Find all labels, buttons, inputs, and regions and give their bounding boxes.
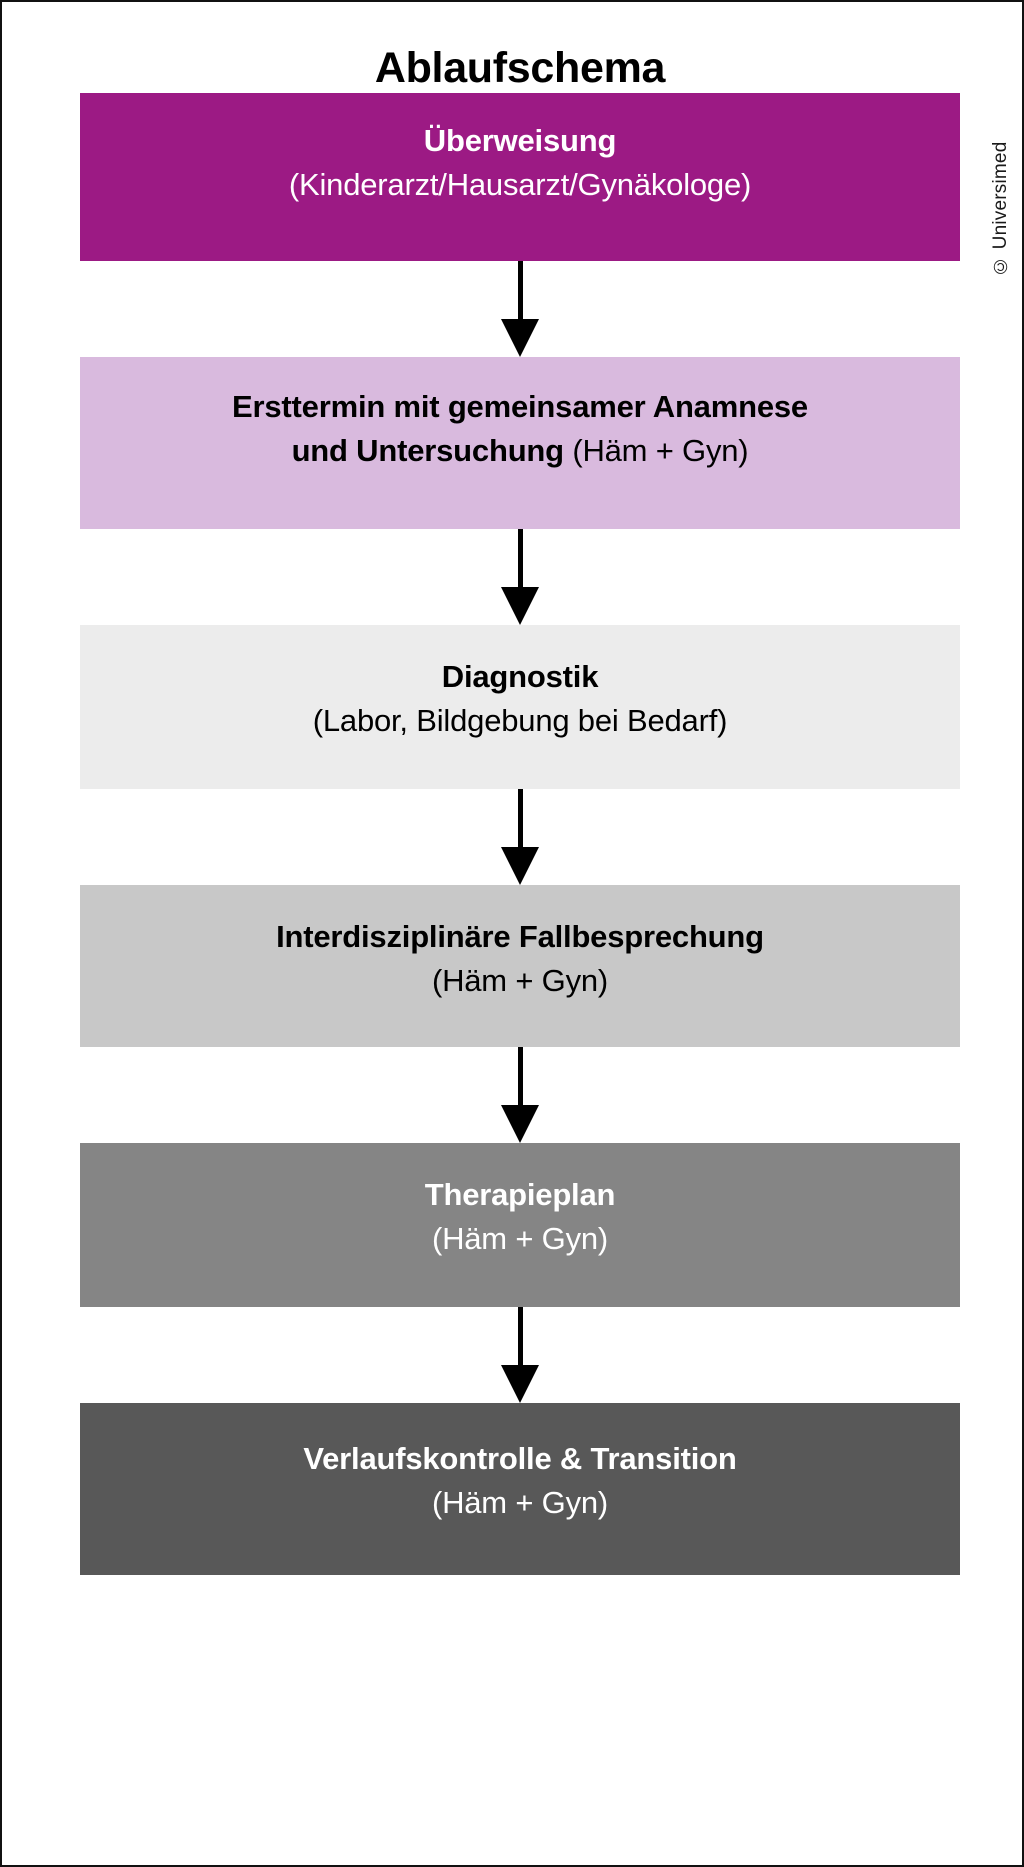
flow-node-fallbesprechung-title: Interdisziplinäre Fallbesprechung [276, 919, 764, 954]
arrow-5-to-6 [80, 1307, 960, 1403]
arrow-head-icon [501, 1365, 539, 1403]
step-2-wrap: Ersttermin mit gemeinsamer Anamnese und … [80, 357, 960, 529]
flow-node-ersttermin-title: Ersttermin mit gemeinsamer Anamnese [232, 389, 808, 424]
flow-node-ersttermin-subtitle-regular: (Häm + Gyn) [572, 433, 749, 469]
flow-node-diagnostik-subtitle: (Labor, Bildgebung bei Bedarf) [312, 703, 728, 739]
arrow-stem-icon [517, 261, 523, 325]
flow-node-uberweisung-title: Überweisung [423, 123, 617, 158]
flow-node-verlaufskontrolle-title: Verlaufskontrolle & Transition [303, 1441, 737, 1476]
flow-node-therapieplan-subtitle: (Häm + Gyn) [431, 1221, 609, 1257]
arrow-1-to-2 [80, 261, 960, 357]
flow-node-ersttermin: Ersttermin mit gemeinsamer Anamnese und … [80, 357, 960, 529]
flow-node-ersttermin-subtitle: und Untersuchung (Häm + Gyn) [104, 429, 936, 473]
copyright-notice: © Universimed [990, 141, 1011, 276]
arrow-stem-icon [517, 529, 523, 593]
flow-node-fallbesprechung: Interdisziplinäre Fallbesprechung (Häm +… [80, 885, 960, 1047]
flow-node-diagnostik: Diagnostik (Labor, Bildgebung bei Bedarf… [80, 625, 960, 789]
arrow-head-icon [501, 1105, 539, 1143]
arrow-stem-icon [517, 789, 523, 853]
flow-node-ersttermin-subtitle-bold: und Untersuchung [291, 433, 565, 469]
arrow-head-icon [501, 319, 539, 357]
flow-node-therapieplan: Therapieplan (Häm + Gyn) [80, 1143, 960, 1307]
step-3-wrap: Diagnostik (Labor, Bildgebung bei Bedarf… [80, 625, 960, 789]
arrow-head-icon [501, 847, 539, 885]
flow-node-fallbesprechung-subtitle: (Häm + Gyn) [431, 963, 609, 999]
arrow-stem-icon [517, 1047, 523, 1111]
arrow-3-to-4 [80, 789, 960, 885]
flow-node-uberweisung: Überweisung (Kinderarzt/Hausarzt/Gynäkol… [80, 93, 960, 261]
flow-container: Ablaufschema Überweisung (Kinderarzt/Hau… [80, 2, 960, 1575]
flow-node-verlaufskontrolle: Verlaufskontrolle & Transition (Häm + Gy… [80, 1403, 960, 1575]
flow-node-uberweisung-subtitle: (Kinderarzt/Hausarzt/Gynäkologe) [288, 167, 752, 203]
step-4-wrap: Interdisziplinäre Fallbesprechung (Häm +… [80, 885, 960, 1047]
arrow-head-icon [501, 587, 539, 625]
page-title: Ablaufschema [374, 44, 666, 92]
step-1-wrap: Überweisung (Kinderarzt/Hausarzt/Gynäkol… [80, 93, 960, 261]
flow-node-therapieplan-title: Therapieplan [424, 1177, 616, 1212]
step-5-wrap: Therapieplan (Häm + Gyn) [80, 1143, 960, 1307]
step-6-wrap: Verlaufskontrolle & Transition (Häm + Gy… [80, 1403, 960, 1575]
flow-node-verlaufskontrolle-subtitle: (Häm + Gyn) [431, 1485, 609, 1521]
arrow-stem-icon [517, 1307, 523, 1371]
arrow-4-to-5 [80, 1047, 960, 1143]
flow-node-diagnostik-title: Diagnostik [441, 659, 599, 694]
arrow-2-to-3 [80, 529, 960, 625]
